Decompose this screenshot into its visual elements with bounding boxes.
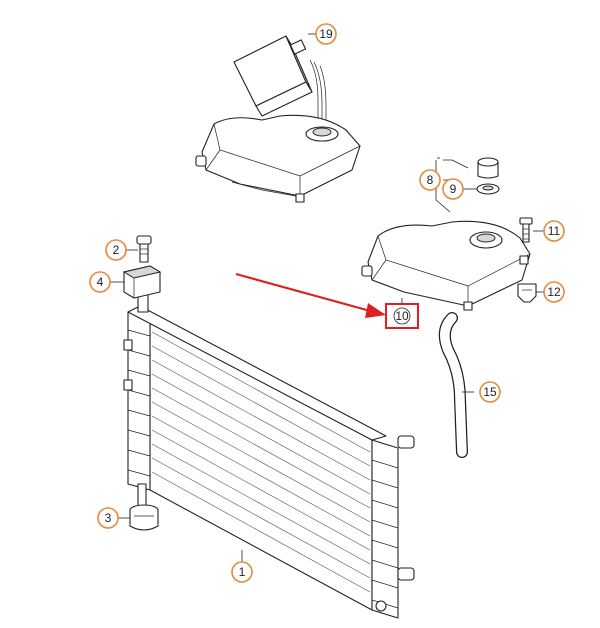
svg-text:4: 4 xyxy=(97,275,104,289)
radiator-fins xyxy=(151,331,371,593)
svg-text:10: 10 xyxy=(395,309,409,323)
seal-ring-part-9 xyxy=(476,183,500,195)
upper-expansion-tank xyxy=(195,114,361,203)
rubber-mount-part-3 xyxy=(129,504,159,531)
hose-part-15 xyxy=(438,312,468,458)
screw-part-11 xyxy=(519,217,533,243)
bracket-part-4 xyxy=(122,265,162,299)
callout-3: 3 xyxy=(97,507,119,529)
bolt-part-2 xyxy=(136,235,152,263)
svg-text:9: 9 xyxy=(450,182,457,196)
callout-4: 4 xyxy=(89,271,111,293)
callout-10-highlighted: 10 xyxy=(385,303,419,329)
callout-1: 1 xyxy=(231,561,253,583)
clip-part-12 xyxy=(517,283,537,303)
svg-text:15: 15 xyxy=(483,385,497,399)
callout-9: 9 xyxy=(442,178,464,200)
svg-text:2: 2 xyxy=(113,243,120,257)
cap-part-8 xyxy=(477,157,499,179)
highlight-arrow xyxy=(235,272,386,318)
callout-12: 12 xyxy=(543,281,565,303)
svg-text:19: 19 xyxy=(319,27,333,41)
expansion-tank-part-10 xyxy=(361,220,531,311)
callout-15: 15 xyxy=(479,381,501,403)
coolant-canister xyxy=(233,35,327,128)
svg-text:12: 12 xyxy=(547,285,561,299)
svg-text:3: 3 xyxy=(105,511,112,525)
callout-2: 2 xyxy=(105,239,127,261)
callout-11: 11 xyxy=(543,220,565,242)
callout-19: 19 xyxy=(315,23,337,45)
leader-lines xyxy=(110,33,544,562)
svg-text:11: 11 xyxy=(548,224,561,238)
svg-text:8: 8 xyxy=(427,173,434,187)
callout-8: 8 xyxy=(419,169,441,191)
radiator xyxy=(123,291,415,619)
svg-text:1: 1 xyxy=(239,565,246,579)
